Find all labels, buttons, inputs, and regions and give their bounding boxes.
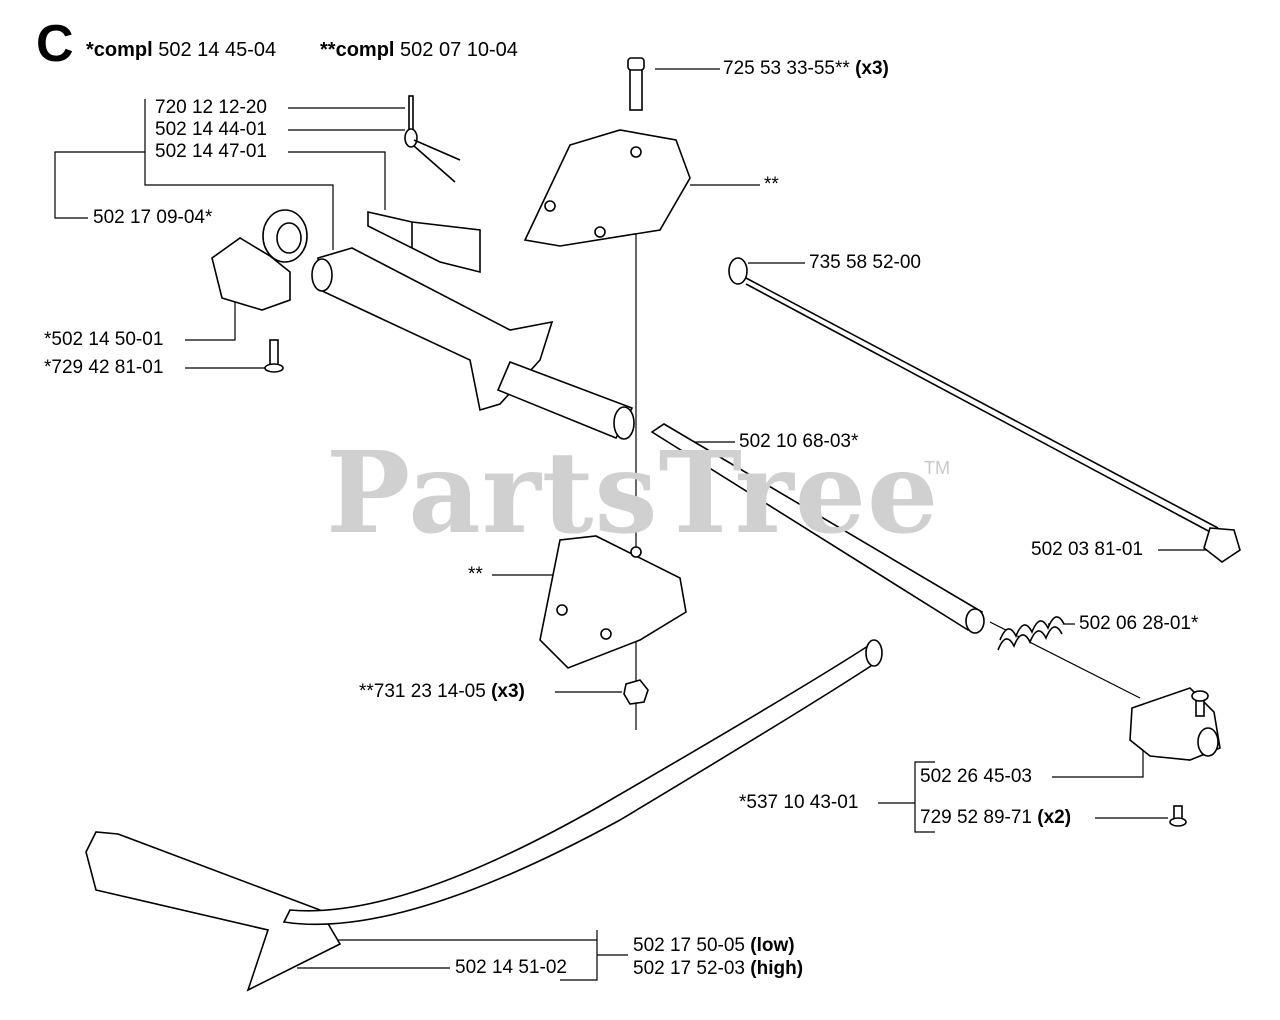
- trigger-part: [367, 210, 481, 274]
- part-label[interactable]: *729 42 81-01: [44, 357, 164, 378]
- part-label[interactable]: *537 10 43-01: [739, 792, 859, 813]
- pin-part: [408, 95, 414, 133]
- watermark-trademark: TM: [924, 458, 950, 478]
- watermark: PartsTree: [326, 428, 940, 559]
- part-label[interactable]: *502 14 50-01: [44, 329, 164, 350]
- screw-part: [629, 67, 643, 111]
- spring-part: [404, 128, 418, 148]
- lever-part: [211, 237, 291, 311]
- leader-line: [185, 300, 236, 341]
- shaft-tube-part: [650, 423, 984, 632]
- part-label[interactable]: 735 58 52-00: [809, 252, 921, 273]
- part-label[interactable]: 502 17 52-03 (high): [633, 958, 804, 979]
- washer-part: [728, 257, 748, 285]
- bottom-clamp-part: [539, 535, 687, 669]
- part-label[interactable]: 725 53 33-55** (x3): [723, 58, 889, 79]
- handlebar-grip-part: [85, 831, 342, 992]
- screw-part: [269, 339, 279, 367]
- part-label[interactable]: 502 14 51-02: [455, 957, 567, 978]
- leader-line: [1052, 745, 1144, 778]
- part-label[interactable]: 502 03 81-01: [1031, 539, 1143, 560]
- drive-shaft-part: [745, 277, 1219, 529]
- leader-line: [914, 761, 935, 833]
- part-label[interactable]: 502 14 44-01: [155, 119, 267, 140]
- part-label[interactable]: **: [764, 174, 779, 195]
- section-letter: C: [36, 15, 74, 73]
- leader-line: [560, 930, 598, 981]
- part-label[interactable]: 502 10 68-03*: [739, 431, 859, 452]
- handle-tube-part: [496, 360, 634, 440]
- part-label[interactable]: **731 23 14-05 (x3): [359, 681, 525, 702]
- part-label[interactable]: 720 12 12-20: [155, 97, 267, 118]
- compl-kit-2: **compl 502 07 10-04: [320, 39, 518, 61]
- part-label[interactable]: 502 14 47-01: [155, 141, 267, 162]
- shaft-end-part: [1203, 527, 1241, 563]
- nut-part: [623, 679, 649, 705]
- leader-line: [288, 151, 386, 210]
- part-label[interactable]: 502 26 45-03: [920, 766, 1032, 787]
- part-label[interactable]: **: [468, 564, 483, 585]
- part-label[interactable]: 729 52 89-71 (x2): [920, 807, 1072, 828]
- part-label[interactable]: 502 06 28-01*: [1079, 613, 1199, 634]
- compl-kit-1: *compl 502 14 45-04: [86, 39, 277, 61]
- part-label[interactable]: 502 17 50-05 (low): [633, 935, 795, 956]
- part-label[interactable]: 502 17 09-04*: [93, 207, 213, 228]
- leader-line: [144, 99, 334, 250]
- top-clamp-part: [523, 129, 691, 247]
- leader-line: [54, 151, 145, 219]
- spring-part: [999, 616, 1065, 641]
